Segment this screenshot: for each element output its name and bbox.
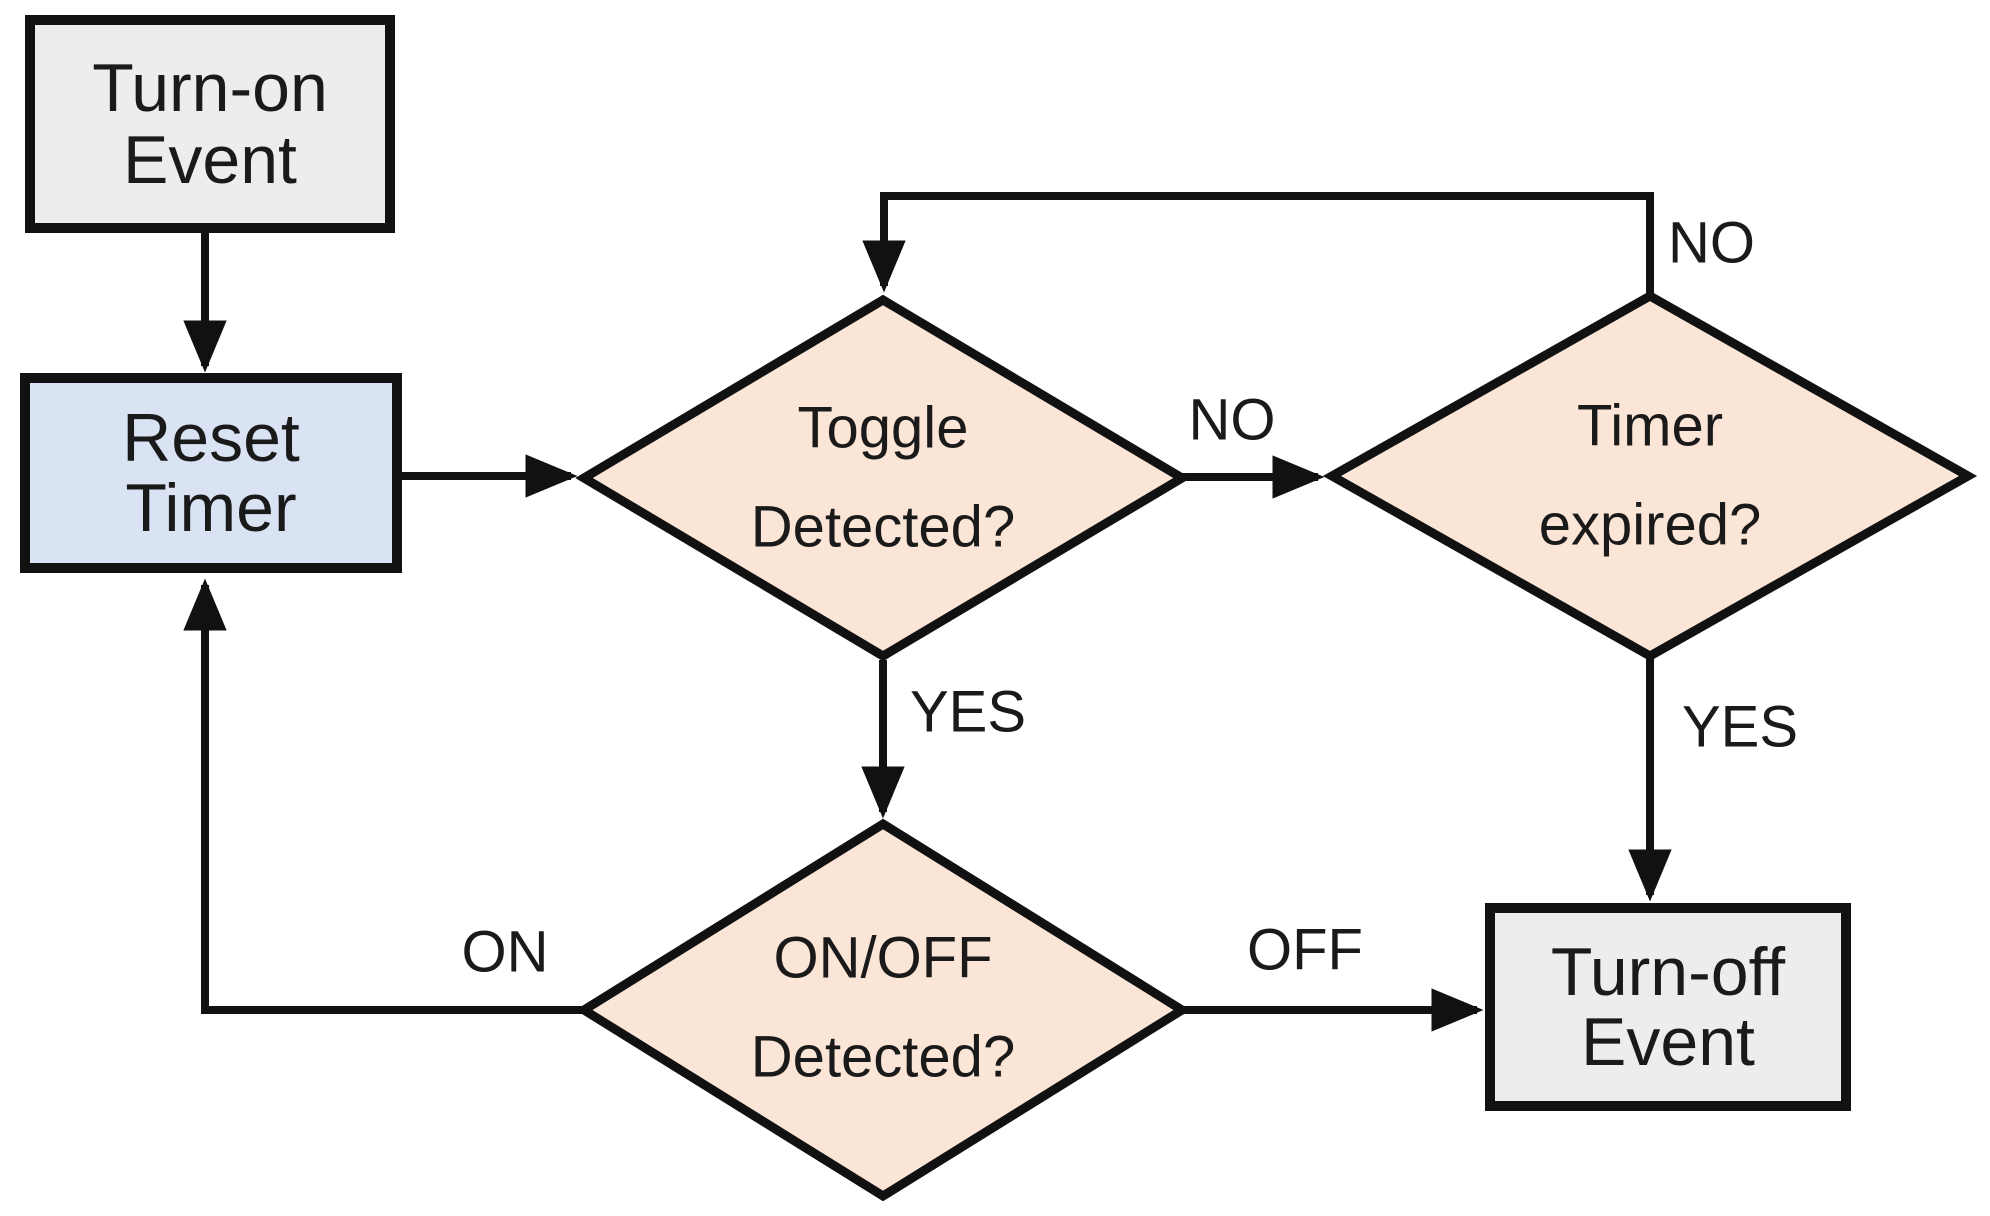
turn-off-event-label-line2: Event [1581, 1004, 1755, 1080]
reset-timer-label-line2: Timer [125, 470, 296, 546]
turn-on-event-box [25, 15, 395, 233]
turn-off-event-box [1485, 903, 1851, 1111]
reset-timer-label-line1: Reset [122, 400, 300, 476]
turn-on-event-label-line2: Event [123, 122, 297, 198]
onoff-detected-diamond [575, 818, 1191, 1202]
edge-label-off: OFF [1247, 918, 1363, 983]
edge-labels-layer: NO NO YES YES OFF ON [462, 211, 1799, 985]
node-turn-on-event: Turn-on Event [25, 15, 395, 233]
toggle-detected-label-line2: Detected? [751, 495, 1015, 560]
toggle-detected-label-line1: Toggle [798, 396, 969, 461]
onoff-detected-label-line1: ON/OFF [773, 926, 992, 991]
edge-label-no-top: NO [1668, 211, 1755, 276]
timer-expired-diamond [1322, 290, 1978, 662]
timer-expired-label-line1: Timer [1577, 394, 1723, 459]
edge-label-on: ON [462, 920, 549, 985]
edge-label-yes-right: YES [1682, 695, 1798, 760]
turn-off-event-label-line1: Turn-off [1551, 934, 1785, 1010]
edge-onoff-loop-to-reset [183, 578, 582, 1014]
edges-layer [183, 192, 1672, 1032]
edge-timer-loop-to-toggle [862, 192, 1654, 294]
onoff-detected-label-line2: Detected? [751, 1025, 1015, 1090]
reset-timer-box [20, 373, 402, 573]
timer-expired-label-line2: expired? [1539, 493, 1761, 558]
turn-on-event-label-line1: Turn-on [92, 50, 328, 126]
toggle-detected-diamond [575, 294, 1191, 662]
node-onoff-detected: ON/OFF Detected? [575, 818, 1191, 1202]
edge-label-no-middle: NO [1189, 388, 1276, 453]
node-timer-expired: Timer expired? [1322, 290, 1978, 662]
node-reset-timer: Reset Timer [20, 373, 402, 573]
edge-label-yes-center: YES [910, 680, 1026, 745]
node-toggle-detected: Toggle Detected? [575, 294, 1191, 662]
node-turn-off-event: Turn-off Event [1485, 903, 1851, 1111]
